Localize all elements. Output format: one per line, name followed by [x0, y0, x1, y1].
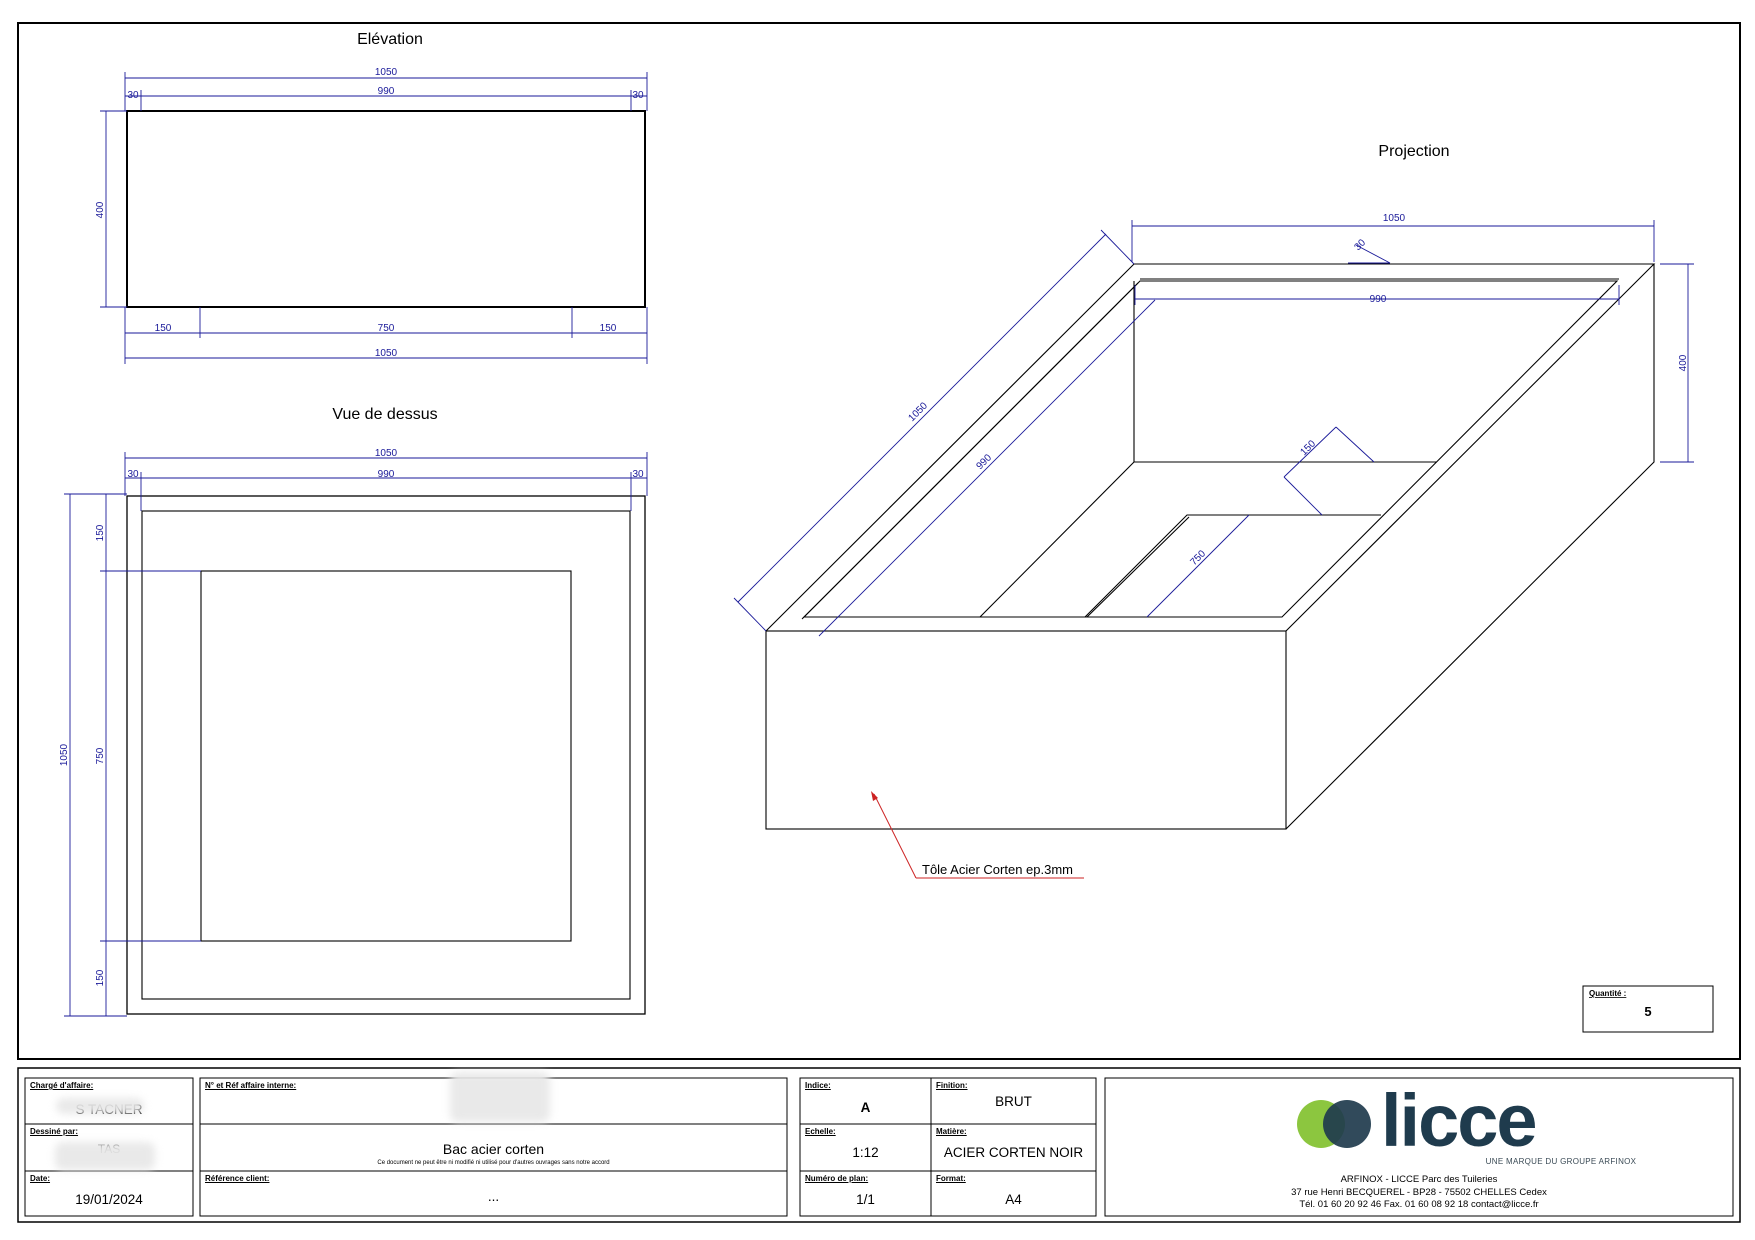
- dim-top-side-b: 150: [95, 969, 106, 986]
- dim-height: 400: [95, 201, 106, 218]
- echelle-label: Echelle:: [805, 1127, 836, 1136]
- matiere-value: ACIER CORTEN NOIR: [943, 1145, 1084, 1160]
- reference-client-value: ...: [487, 1189, 500, 1204]
- company-block: licce UNE MARQUE DU GROUPE ARFINOX ARFIN…: [1105, 1078, 1733, 1216]
- redaction-dessine: [55, 1142, 155, 1170]
- dim-wall-left: 30: [127, 90, 139, 101]
- finition-value: BRUT: [995, 1094, 1032, 1109]
- dim-proj-height: 400: [1678, 354, 1689, 371]
- date-cell: Date: 19/01/2024: [25, 1171, 193, 1216]
- top-bottom-plate: [200, 570, 572, 942]
- indice-cell: Indice: A: [800, 1078, 931, 1124]
- dim-proj-side: 150: [1298, 438, 1318, 458]
- dim-overall-bottom: 1050: [375, 348, 398, 359]
- logo-dark-circle-icon: [1323, 1100, 1371, 1148]
- finition-cell: Finition: BRUT: [931, 1078, 1096, 1124]
- dim-middle: 750: [378, 323, 395, 334]
- dim-side-right: 150: [600, 323, 617, 334]
- top-inner-outline: [141, 510, 631, 1000]
- title-block-grid: [24, 1077, 1734, 1217]
- dim-top-wall-left: 30: [127, 469, 139, 480]
- top-outer-outline: [126, 495, 646, 1015]
- matiere-label: Matière:: [936, 1127, 967, 1136]
- company-address: ARFINOX - LICCE Parc des Tuileries 37 ru…: [1105, 1174, 1733, 1212]
- logo-wordmark: licce: [1381, 1079, 1536, 1162]
- drawing-frame: [17, 22, 1741, 1060]
- reference-client-label: Référence client:: [205, 1174, 270, 1183]
- projection-view: Projection: [733, 143, 1694, 879]
- indice-value: A: [860, 1100, 871, 1115]
- annotation-arrow: [871, 791, 878, 801]
- quantity-value: 5: [1644, 1004, 1651, 1019]
- dim-top-overall: 1050: [375, 448, 398, 459]
- company-line-1: ARFINOX - LICCE Parc des Tuileries: [1340, 1174, 1498, 1185]
- logo-tagline: UNE MARQUE DU GROUPE ARFINOX: [1486, 1157, 1637, 1166]
- dim-proj-depth: 1050: [906, 400, 930, 424]
- disclaimer-text: Ce document ne peut être ni modifié ni u…: [377, 1160, 610, 1166]
- dim-top-inner: 990: [378, 469, 395, 480]
- dim-proj-inner-depth: 990: [974, 452, 994, 472]
- licce-logo: licce UNE MARQUE DU GROUPE ARFINOX: [1297, 1079, 1637, 1166]
- dim-top-side-a: 150: [95, 524, 106, 541]
- affaire-interne-label: N° et Réf affaire interne:: [205, 1081, 297, 1090]
- dim-top-depth: 1050: [59, 743, 70, 766]
- charge-affaire-label: Chargé d'affaire:: [30, 1081, 94, 1090]
- date-label: Date:: [30, 1174, 51, 1183]
- redaction-charge: [56, 1098, 144, 1114]
- format-value: A4: [1005, 1192, 1022, 1207]
- quantity-label: Quantité :: [1589, 989, 1626, 998]
- dim-top-wall-right: 30: [632, 469, 644, 480]
- top-view-title: Vue de dessus: [332, 406, 437, 423]
- affaire-interne-cell: N° et Réf affaire interne:: [200, 1078, 787, 1124]
- numero-plan-cell: Numéro de plan: 1/1: [800, 1171, 931, 1216]
- dim-side-left: 150: [155, 323, 172, 334]
- redaction-affaire: [450, 1072, 550, 1122]
- dim-proj-inner-width: 990: [1370, 294, 1387, 305]
- material-annotation: Tôle Acier Corten ep.3mm: [922, 862, 1073, 877]
- indice-label: Indice:: [805, 1081, 831, 1090]
- echelle-cell: Echelle: 1:12: [800, 1124, 931, 1171]
- elevation-outline: [126, 110, 646, 308]
- dessine-par-label: Dessiné par:: [30, 1127, 79, 1136]
- designation-value: Bac acier corten: [442, 1141, 545, 1157]
- echelle-value: 1:12: [852, 1145, 879, 1160]
- annotation-leader: [873, 793, 917, 879]
- dim-overall-top: 1050: [375, 67, 398, 78]
- finition-label: Finition:: [936, 1081, 968, 1090]
- elevation-title: Elévation: [357, 31, 423, 48]
- dim-top-middle: 750: [95, 747, 106, 764]
- elevation-view: Elévation 1050 990 30 30 400 150 750 150…: [95, 31, 648, 364]
- numero-plan-label: Numéro de plan:: [805, 1174, 869, 1183]
- matiere-cell: Matière: ACIER CORTEN NOIR: [931, 1124, 1096, 1171]
- numero-plan-value: 1/1: [856, 1192, 875, 1207]
- company-line-2: 37 rue Henri BECQUEREL - BP28 - 75502 CH…: [1291, 1186, 1547, 1198]
- dim-inner-top: 990: [378, 86, 395, 97]
- company-line-3: Tél. 01 60 20 92 46 Fax. 01 60 08 92 18 …: [1299, 1199, 1539, 1210]
- dim-proj-width: 1050: [1383, 213, 1406, 224]
- top-view: Vue de dessus 1050 990 30 30 1050 150 75…: [59, 406, 648, 1017]
- format-cell: Format: A4: [931, 1171, 1096, 1216]
- reference-client-cell: Référence client: ...: [200, 1171, 787, 1216]
- quantity-box: [1582, 985, 1714, 1033]
- dim-proj-middle: 750: [1188, 548, 1208, 568]
- projection-title: Projection: [1378, 143, 1449, 160]
- title-block-frame: [17, 1067, 1741, 1223]
- date-value: 19/01/2024: [75, 1192, 143, 1207]
- dim-wall-right: 30: [632, 90, 644, 101]
- format-label: Format:: [936, 1174, 966, 1183]
- designation-cell: Bac acier corten Ce document ne peut êtr…: [200, 1124, 787, 1171]
